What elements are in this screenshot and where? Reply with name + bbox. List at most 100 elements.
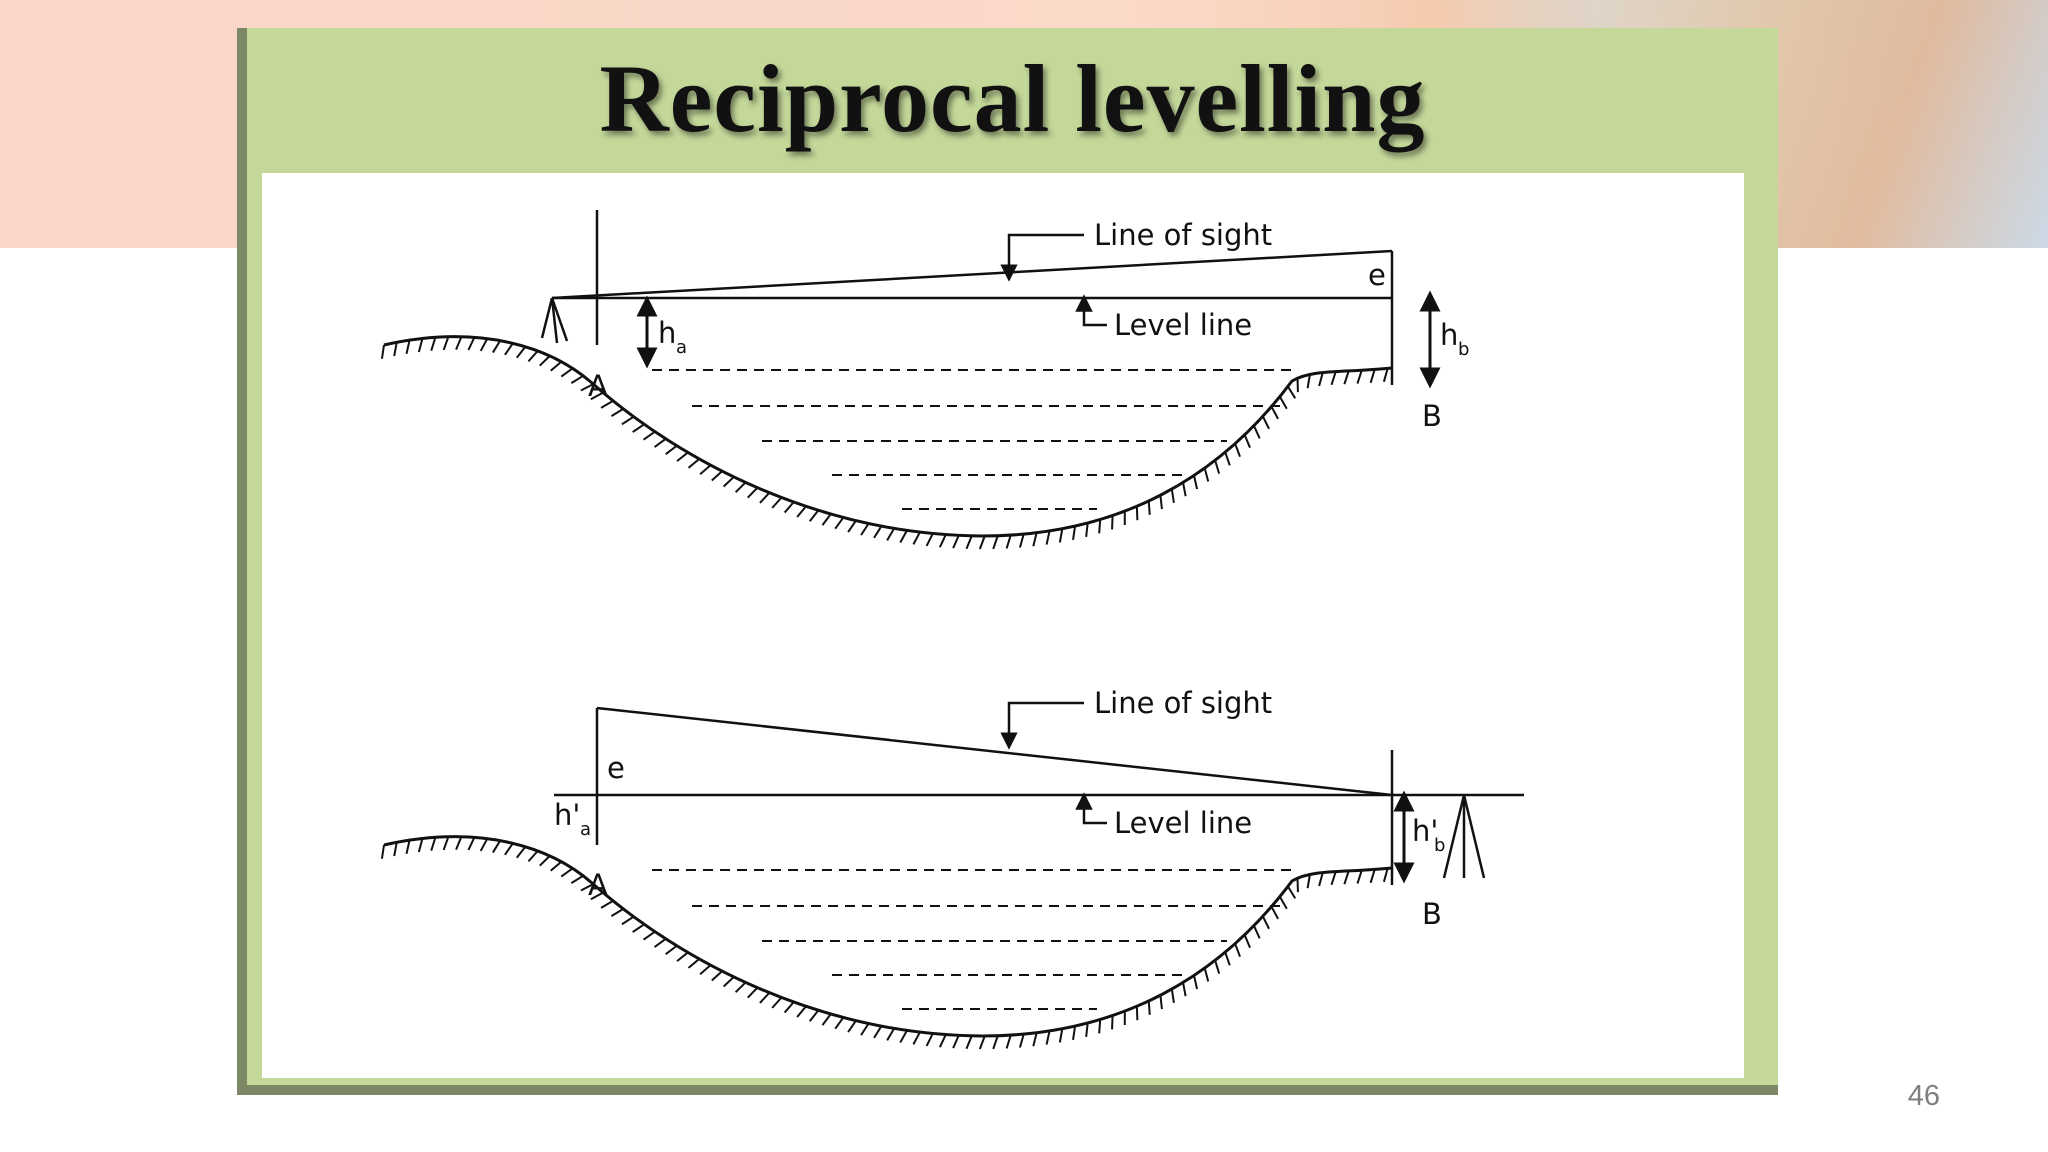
ground-hatch-tick xyxy=(504,342,514,356)
ground-hatch-tick xyxy=(590,391,604,401)
ground-hatch-tick xyxy=(1170,488,1175,503)
ground-hatch-tick xyxy=(1147,1000,1151,1015)
line-of-sight-pointer-top xyxy=(1000,233,1084,282)
line-of-sight-bottom xyxy=(596,706,1393,797)
ground-hatch-tick xyxy=(1193,975,1199,990)
ground-hatch-tick xyxy=(992,1035,999,1050)
height-label-b-top: h xyxy=(1440,318,1458,352)
ground-hatch-tick xyxy=(380,344,385,359)
ground-hatch-tick xyxy=(1343,870,1350,885)
ground-hatch-tick xyxy=(590,891,604,901)
ground-hatch-tick xyxy=(978,535,986,550)
instrument-tripod-bottom xyxy=(1442,794,1486,879)
ground-hatch-tick xyxy=(1085,522,1089,537)
ground-hatch-tick xyxy=(1045,1030,1051,1045)
ground-hatch-tick xyxy=(1018,1033,1025,1048)
ground-hatch-tick xyxy=(580,383,594,392)
ground-hatch-tick xyxy=(1098,1019,1102,1034)
ground-hatch-tick xyxy=(783,501,795,514)
error-label-top: e xyxy=(1368,258,1386,292)
ground-hatch-tick xyxy=(1318,372,1324,387)
ground-hatch-tick xyxy=(747,487,759,499)
ground-hatch-tick xyxy=(676,451,689,462)
ground-hatch-tick xyxy=(734,981,747,993)
ground-hatch-tick xyxy=(796,1005,807,1018)
ground-hatch-tick xyxy=(912,1031,921,1045)
ground-hatch-tick xyxy=(1287,385,1297,399)
ground-hatch-tick xyxy=(1356,869,1363,884)
ground-hatch-tick xyxy=(1182,982,1187,997)
ground-hatch-tick xyxy=(965,535,973,550)
ground-hatch-tick xyxy=(527,850,539,863)
ground-hatch-tick xyxy=(1072,525,1077,540)
ground-hatch-tick xyxy=(783,1001,795,1014)
ground-hatch-tick xyxy=(492,340,501,354)
diagram-top: Line of sight Level line e h a h b A B xyxy=(380,210,1469,550)
ground-profile-top xyxy=(383,335,1393,538)
ground-hatch-tick xyxy=(653,938,667,948)
ground-hatch-tick xyxy=(515,846,527,859)
level-line-pointer-top xyxy=(1075,294,1107,327)
ground-hatch-tick xyxy=(860,522,870,536)
ground-hatch-tick xyxy=(886,1027,896,1041)
ground-hatch-tick xyxy=(1214,960,1221,974)
ground-hatch-tick xyxy=(992,535,999,550)
ground-hatch-tick xyxy=(570,874,584,884)
ground-hatch-tick xyxy=(1032,1032,1038,1047)
ground-hatch-tick xyxy=(1058,528,1064,543)
ground-hatch-tick xyxy=(455,336,463,351)
ground-hatch-tick xyxy=(1098,519,1102,534)
ground-hatch-tick xyxy=(699,964,712,976)
reciprocal-levelling-diagram: Line of sight Level line e h a h b A B xyxy=(380,210,1524,1050)
ground-hatch-tick xyxy=(1243,434,1251,449)
ground-hatch-tick xyxy=(653,438,667,448)
ground-hatch-tick xyxy=(1005,1034,1012,1049)
diagram-bottom: Line of sight Level line e h' a h' b A B xyxy=(380,686,1524,1050)
ground-hatch-tick xyxy=(1072,1025,1077,1040)
ground-hatch-tick xyxy=(847,1020,857,1033)
ground-hatch-tick xyxy=(938,534,947,548)
ground-hatch-tick xyxy=(1261,415,1270,430)
ground-hatch-tick xyxy=(1270,406,1279,420)
ground-hatch-tick xyxy=(393,842,398,857)
ground-hatch-tick xyxy=(1159,495,1163,510)
ground-hatch-tick xyxy=(925,1033,934,1047)
ground-hatch-tick xyxy=(479,838,489,852)
ground-hatch-tick xyxy=(886,527,896,541)
ground-hatch-tick xyxy=(952,1034,960,1049)
height-label-b-bottom: h' xyxy=(1412,814,1438,848)
ground-hatch-tick xyxy=(1111,515,1114,530)
ground-hatch-tick xyxy=(1270,906,1279,920)
ground-hatch-tick xyxy=(952,534,960,549)
ground-hatch-tick xyxy=(873,525,883,539)
ground-hatch-tick xyxy=(1306,374,1311,389)
ground-hatch-tick xyxy=(1018,533,1025,548)
ground-hatch-tick xyxy=(621,915,635,926)
ground-hatch-tick xyxy=(978,1035,986,1050)
ground-hatch-tick xyxy=(1111,1015,1114,1030)
ground-hatch-tick xyxy=(1182,482,1187,497)
ground-hatch-tick xyxy=(1170,988,1175,1003)
ground-hatch-tick xyxy=(1306,874,1311,889)
ground-hatch-tick xyxy=(1203,967,1210,982)
ground-hatch-tick xyxy=(1261,915,1270,930)
ground-hatch-tick xyxy=(442,336,450,351)
water-dashes-top xyxy=(652,369,1292,510)
ground-hatch-tick xyxy=(808,509,820,522)
ground-hatch-tick xyxy=(642,930,656,941)
ground-hatch-tick xyxy=(600,399,614,409)
ground-hatch-tick xyxy=(796,505,807,518)
line-of-sight-label-bottom: Line of sight xyxy=(1094,686,1272,720)
ground-hatch-tick xyxy=(610,408,624,418)
ground-hatch-tick xyxy=(676,951,689,962)
ground-hatch-tick xyxy=(722,976,735,988)
ground-hatch-tick xyxy=(560,867,574,878)
height-sub-a-top: a xyxy=(676,337,687,358)
ground-hatch-tick xyxy=(405,339,411,355)
ground-hatch-tick xyxy=(965,1035,973,1050)
ground-hatch-tick xyxy=(1278,896,1288,910)
ground-hatch-tick xyxy=(1287,885,1297,899)
ground-hatch-tick xyxy=(550,861,562,872)
ground-hatch-tick xyxy=(442,836,450,851)
ground-hatch-tick xyxy=(492,840,501,854)
